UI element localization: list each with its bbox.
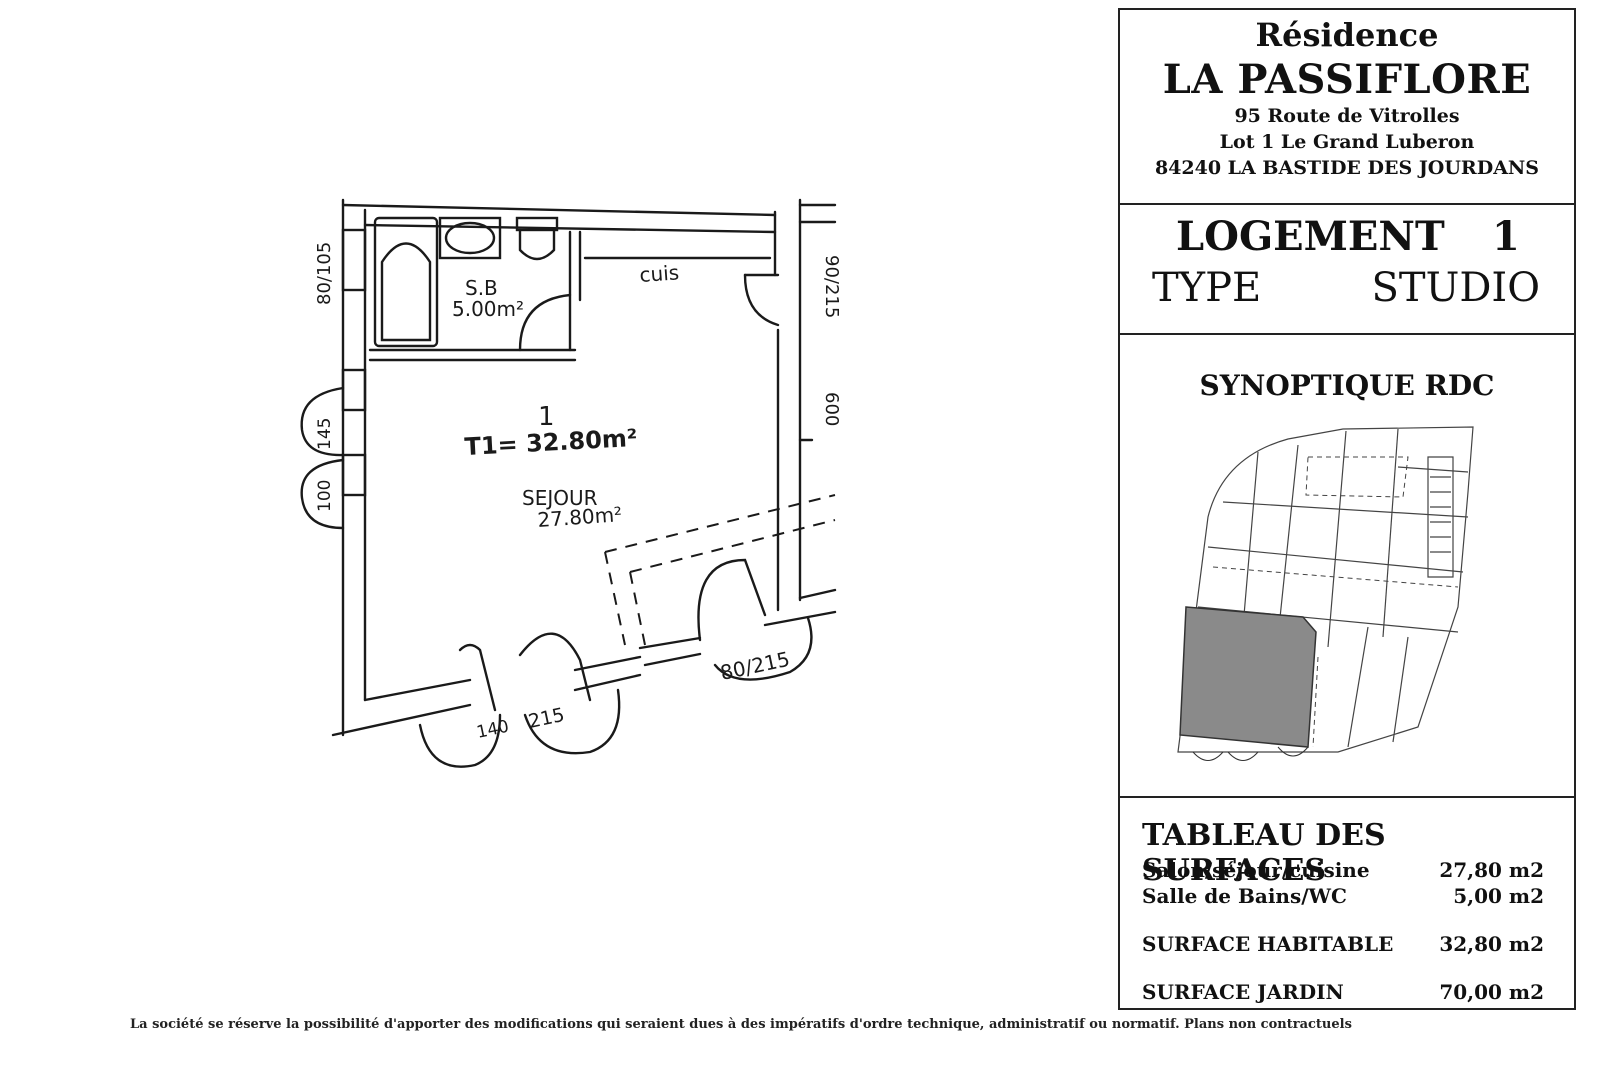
- surface-jardin-row: SURFACE JARDIN 70,00 m2: [1142, 980, 1544, 1004]
- toilet-tank: [515, 216, 559, 232]
- left-window-3: [341, 453, 367, 497]
- dim-90-215: 90/215: [821, 255, 842, 318]
- surface-row: Salle de Bains/WC 5,00 m2: [1142, 884, 1544, 908]
- synoptique-plan: [1177, 426, 1474, 761]
- wall-top-inner: [363, 223, 777, 234]
- floor-plan: S.B 5.00m² cuis 1 T1= 32.80m² SEJOUR 27.…: [300, 198, 842, 768]
- sb-room-label: S.B: [465, 276, 498, 300]
- surface-value: 5,00 m2: [1453, 884, 1544, 908]
- bottom-door-arc-2: [518, 632, 592, 702]
- sb-area-label: 5.00m²: [452, 297, 524, 321]
- terrace-dash-1: [604, 494, 836, 553]
- wall-bottom-inner: [363, 678, 472, 702]
- wall-bottom-3b: [643, 652, 702, 667]
- wall-bottom-4b: [798, 588, 837, 600]
- surface-label: Salle de Bains/WC: [1142, 884, 1347, 908]
- residence-label: Résidence: [1255, 16, 1439, 54]
- wall-bottom-4: [763, 610, 837, 627]
- synoptique-title: SYNOPTIQUE RDC: [1199, 369, 1495, 402]
- bath-door-swing: [518, 293, 572, 352]
- terrace-dash-3: [604, 551, 626, 646]
- surface-row: Salon/séjour/cuisine 27,80 m2: [1142, 858, 1544, 882]
- surfaces-title: TABLEAU DES SURFACES: [1142, 818, 1386, 888]
- t1-area-label: T1= 32.80m²: [464, 424, 638, 461]
- surface-value: 27,80 m2: [1439, 858, 1544, 882]
- dim-140: 140: [475, 717, 511, 743]
- dim-215: 215: [526, 704, 566, 733]
- sejour-area-label: 27.80m²: [537, 502, 623, 532]
- bathtub: [373, 216, 439, 348]
- bathtub-inner: [380, 242, 432, 342]
- wall-top-outer: [341, 203, 777, 217]
- cuis-label: cuis: [639, 260, 680, 287]
- wall-bottom-3: [638, 636, 702, 650]
- dim-80-105: 80/105: [314, 242, 335, 305]
- logement-label: LOGEMENT: [1176, 213, 1445, 260]
- kitchen-door-swing: [743, 273, 780, 327]
- surface-jardin-value: 70,00 m2: [1439, 980, 1544, 1004]
- address-line-1: 95 Route de Vitrolles: [1234, 105, 1460, 127]
- logement-block: LOGEMENT 1 TYPE STUDIO: [1120, 205, 1574, 335]
- left-door-arc-1: [300, 386, 345, 457]
- disclaimer-text: La société se réserve la possibilité d'a…: [130, 1017, 1352, 1032]
- type-value: STUDIO: [1371, 265, 1540, 311]
- surface-habitable-label: SURFACE HABITABLE: [1142, 932, 1394, 956]
- type-label: TYPE: [1152, 265, 1262, 311]
- sejour-label: SEJOUR: [522, 486, 598, 510]
- synoptique-highlighted-unit: [1179, 606, 1317, 748]
- terrace-dash-2: [629, 519, 836, 573]
- dim-600: 600: [821, 392, 842, 426]
- address-line-2: Lot 1 Le Grand Luberon: [1219, 131, 1475, 153]
- surface-habitable-value: 32,80 m2: [1439, 932, 1544, 956]
- surface-jardin-label: SURFACE JARDIN: [1142, 980, 1344, 1004]
- sink: [438, 216, 502, 260]
- left-window-1: [341, 228, 367, 292]
- synoptique-block: SYNOPTIQUE RDC: [1120, 335, 1574, 798]
- left-door-arc-2: [300, 458, 345, 530]
- bottom-door-arc-1: [458, 643, 497, 712]
- address-line-3: 84240 LA BASTIDE DES JOURDANS: [1154, 157, 1540, 179]
- unit-number-label: 1: [538, 402, 555, 432]
- surfaces-block: TABLEAU DES SURFACES Salon/séjour/cuisin…: [1120, 798, 1574, 1008]
- residence-block: Résidence LA PASSIFLORE 95 Route de Vitr…: [1120, 10, 1574, 205]
- dim-145: 145: [315, 418, 335, 450]
- surface-habitable-row: SURFACE HABITABLE 32,80 m2: [1142, 932, 1544, 956]
- wall-bottom-2: [573, 655, 642, 672]
- surface-label: Salon/séjour/cuisine: [1142, 858, 1370, 882]
- residence-name: LA PASSIFLORE: [1162, 56, 1532, 103]
- title-block: Résidence LA PASSIFLORE 95 Route de Vitr…: [1118, 8, 1576, 1010]
- bottom-door-arc-3: [697, 558, 767, 642]
- wall-bottom-outer: [331, 703, 472, 737]
- left-window-2: [341, 368, 367, 412]
- terrace-dash-4: [629, 571, 646, 646]
- logement-number: 1: [1492, 213, 1520, 260]
- dim-100: 100: [315, 480, 335, 512]
